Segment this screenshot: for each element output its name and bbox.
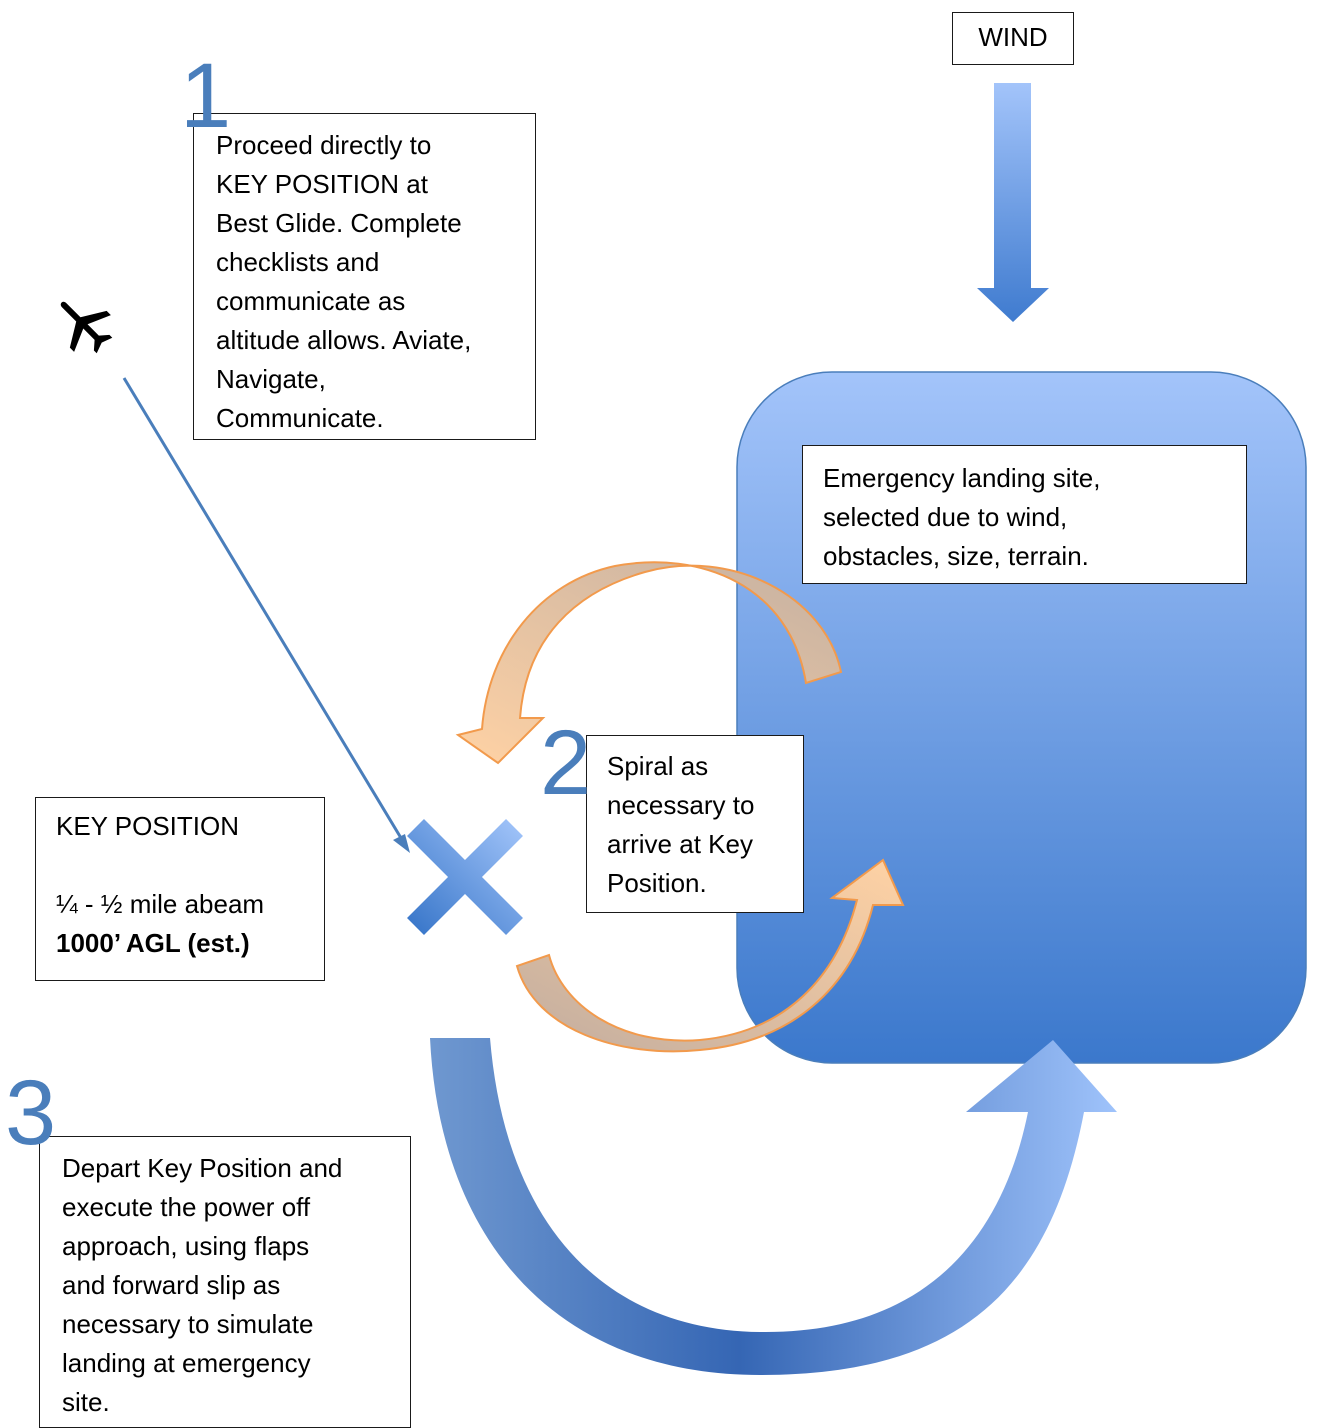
landing-site-line: obstacles, size, terrain. — [823, 541, 1089, 571]
landing-site-line: Emergency landing site, — [823, 463, 1101, 493]
spiral-arrow-bottom — [515, 858, 905, 1053]
approach-path-line — [122, 377, 406, 844]
landing-site-line: selected due to wind, — [823, 502, 1068, 532]
step2-number: 2 — [540, 712, 592, 814]
step3-line: necessary to simulate — [62, 1309, 314, 1339]
step2-line: necessary to — [607, 790, 755, 820]
step3-line: site. — [62, 1387, 110, 1417]
step3-line: landing at emergency — [62, 1348, 311, 1378]
step3-line: execute the power off — [62, 1192, 311, 1222]
key-position-box: KEY POSITION ¼ - ½ mile abeam 1000’ AGL … — [35, 797, 325, 981]
approach-u-arrow — [430, 1038, 1117, 1375]
step2-box: Spiral as necessary to arrive at Key Pos… — [586, 735, 804, 913]
step1-line: checklists and — [216, 247, 380, 277]
step1-line: KEY POSITION at — [216, 169, 428, 199]
step1-line: altitude allows. Aviate, — [216, 325, 472, 355]
key-position-distance: ¼ - ½ mile abeam — [56, 889, 265, 919]
key-position-altitude: 1000’ AGL (est.) — [56, 928, 250, 958]
step3-line: and forward slip as — [62, 1270, 281, 1300]
step1-number: 1 — [180, 45, 232, 147]
step2-line: Spiral as — [607, 751, 709, 781]
airplane-icon — [60, 301, 113, 354]
landing-site-box: Emergency landing site, selected due to … — [802, 445, 1247, 584]
spiral-arrow-top — [455, 561, 843, 765]
step1-box: Proceed directly to KEY POSITION at Best… — [193, 113, 536, 440]
step3-number: 3 — [5, 1062, 57, 1164]
key-position-spacer — [56, 846, 324, 885]
approach-path-arrowhead — [393, 834, 410, 853]
step1-line: Navigate, — [216, 364, 326, 394]
step3-box: Depart Key Position and execute the powe… — [39, 1136, 411, 1428]
step2-line: Position. — [607, 868, 707, 898]
step1-line: Communicate. — [216, 403, 384, 433]
wind-label: WIND — [978, 22, 1048, 52]
wind-label-box: WIND — [952, 12, 1074, 65]
step2-line: arrive at Key — [607, 829, 753, 859]
step3-line: approach, using flaps — [62, 1231, 310, 1261]
step1-line: Proceed directly to — [216, 130, 432, 160]
step1-line: Best Glide. Complete — [216, 208, 462, 238]
step3-line: Depart Key Position and — [62, 1153, 343, 1183]
x-mark-icon — [407, 819, 523, 935]
key-position-title: KEY POSITION — [56, 811, 240, 841]
wind-arrow — [977, 83, 1049, 322]
step1-line: communicate as — [216, 286, 406, 316]
